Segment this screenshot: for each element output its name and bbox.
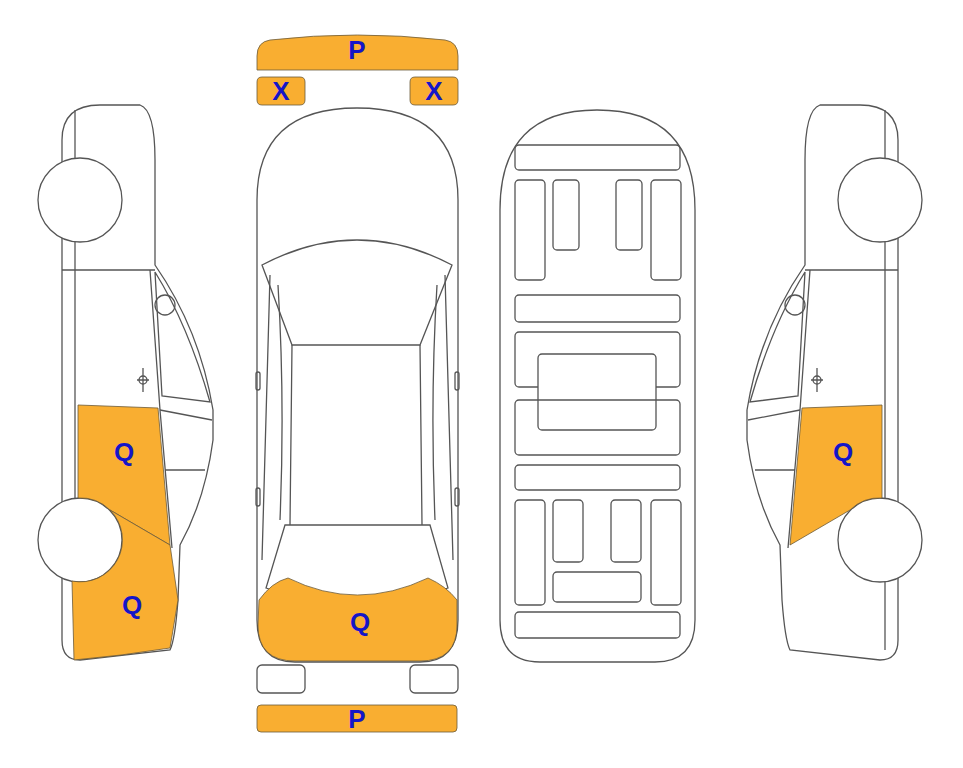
damage-zone: Q	[788, 403, 884, 550]
lamp-box: X	[255, 75, 307, 107]
bumper-band: P	[255, 703, 460, 734]
side-view	[38, 105, 213, 660]
damage-code: P	[348, 706, 365, 732]
damage-code: Q	[122, 592, 142, 618]
damage-code: X	[272, 78, 289, 104]
lamp-box: X	[408, 75, 460, 107]
damage-zone: Q	[256, 576, 460, 664]
top-view	[256, 108, 459, 693]
underside-view	[500, 110, 695, 662]
zone-outline	[70, 505, 182, 662]
damage-code: P	[348, 37, 365, 63]
damage-code: Q	[833, 439, 853, 465]
damage-code: Q	[350, 609, 370, 635]
damage-code: Q	[114, 439, 134, 465]
damage-code: X	[425, 78, 442, 104]
damage-zone: Q	[70, 505, 182, 662]
bumper-band: P	[255, 30, 460, 72]
zone-outline	[788, 403, 884, 550]
